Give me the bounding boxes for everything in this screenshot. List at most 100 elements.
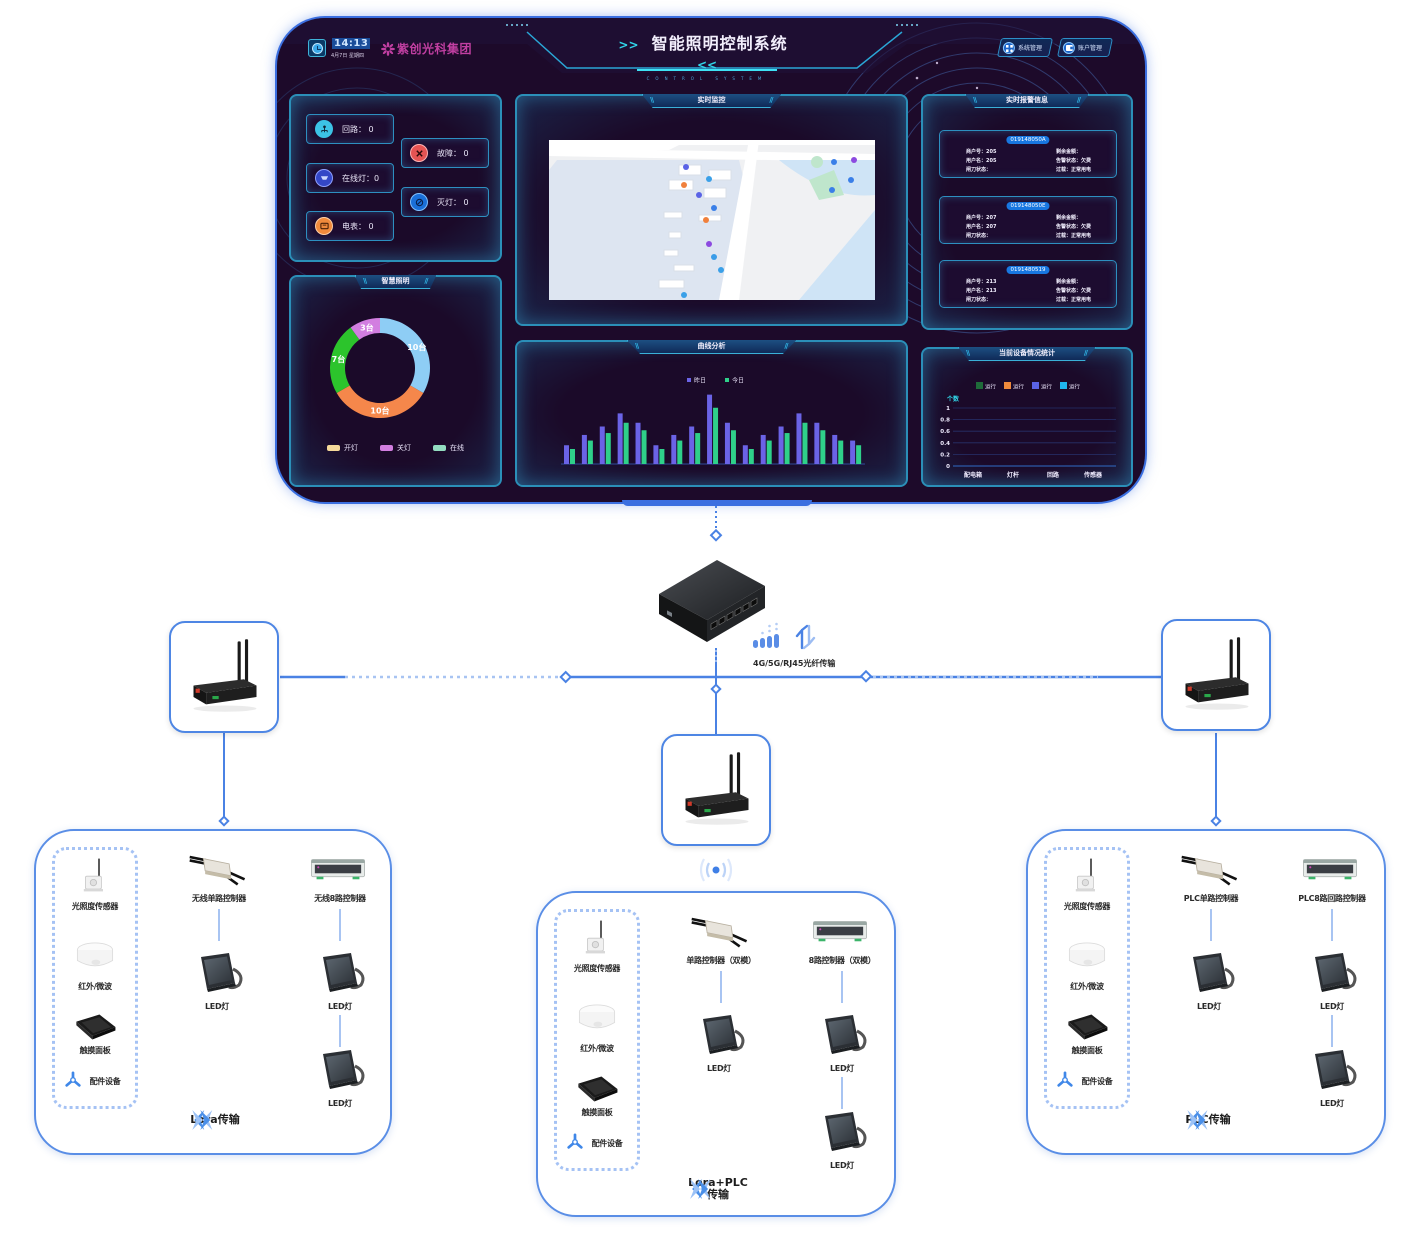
stat-circuit[interactable]: 回路： 0 bbox=[306, 114, 394, 144]
led-lamp-icon bbox=[1184, 949, 1236, 999]
connector-line bbox=[1210, 909, 1212, 941]
donut-slice[interactable] bbox=[380, 318, 430, 393]
bar-yesterday[interactable] bbox=[832, 434, 838, 464]
bar-yesterday[interactable] bbox=[617, 413, 623, 464]
infrared-sensor-icon bbox=[73, 939, 117, 975]
alarm-switch-state: 闸刀状态： bbox=[966, 297, 992, 303]
bar-today[interactable] bbox=[802, 422, 808, 464]
bar-yesterday[interactable] bbox=[724, 422, 730, 464]
system-management-button[interactable]: 系统管理 bbox=[996, 38, 1054, 57]
legend-swatch bbox=[1004, 382, 1011, 389]
bar-yesterday[interactable] bbox=[707, 394, 713, 464]
y-tick-label: 0.4 bbox=[940, 441, 950, 447]
bar-today[interactable] bbox=[784, 433, 790, 464]
bar-yesterday[interactable] bbox=[635, 422, 641, 464]
bar-today[interactable] bbox=[695, 433, 701, 464]
bar-today[interactable] bbox=[748, 449, 754, 464]
stat-lamp-off[interactable]: 灭灯： 0 bbox=[401, 187, 489, 217]
donut-legend-item[interactable]: 在线 bbox=[433, 443, 464, 453]
current-time: 14:13 bbox=[332, 38, 371, 49]
stat-online-lamp-label: 在线灯：0 bbox=[342, 173, 380, 183]
bar-today[interactable] bbox=[659, 449, 665, 464]
bar-yesterday[interactable] bbox=[581, 434, 587, 464]
network-switch-icon bbox=[659, 560, 765, 642]
bar-yesterday[interactable] bbox=[814, 422, 820, 464]
y-tick-label: 0.8 bbox=[940, 418, 950, 424]
donut-legend-item[interactable]: 关灯 bbox=[380, 443, 411, 453]
gateway-lora[interactable] bbox=[169, 621, 279, 733]
stats-panel: 回路： 0 故障： 0 在线灯：0 灭灯： 0 电表： 0 bbox=[289, 94, 502, 262]
bar-yesterday[interactable] bbox=[850, 440, 856, 464]
connector-line bbox=[720, 971, 722, 1003]
alarm-id-badge: 019148050E bbox=[1006, 202, 1050, 210]
map-view[interactable] bbox=[549, 140, 875, 300]
bar-today[interactable] bbox=[623, 422, 629, 464]
bar-yesterday[interactable] bbox=[778, 426, 784, 465]
eight-channel-controller-icon bbox=[308, 855, 368, 883]
connector-line bbox=[1331, 909, 1333, 941]
bar-yesterday[interactable] bbox=[760, 434, 766, 464]
dashboard-header: 14:13 4月7日 星期四 紫创光科集团 >> 智能照明控制系统 << bbox=[277, 18, 1145, 88]
legend-label: 运行 bbox=[985, 383, 997, 391]
bar-yesterday[interactable] bbox=[689, 426, 695, 465]
gateway-plc[interactable] bbox=[1161, 619, 1271, 731]
accessory-group bbox=[52, 847, 138, 1109]
x-tick-label: 灯杆 bbox=[1007, 471, 1019, 479]
bar-today[interactable] bbox=[587, 440, 593, 464]
led-label: LED灯 bbox=[1319, 1002, 1345, 1011]
bar-today[interactable] bbox=[713, 407, 719, 464]
gateway-lora-plc[interactable] bbox=[661, 734, 771, 846]
donut-slice[interactable] bbox=[336, 385, 424, 419]
legend-label: 运行 bbox=[1013, 383, 1025, 391]
bar-today[interactable] bbox=[856, 445, 862, 464]
bar-yesterday[interactable] bbox=[742, 445, 748, 464]
fault-icon bbox=[410, 144, 428, 162]
bar-yesterday[interactable] bbox=[653, 445, 659, 464]
bar-today[interactable] bbox=[820, 430, 826, 464]
connector-line bbox=[218, 909, 220, 941]
alarm-panel: 实时报警信息 019148050A商户号：205用户名：205闸刀状态：剩余金额… bbox=[921, 94, 1133, 330]
donut-legend-item[interactable]: 开灯 bbox=[327, 443, 358, 453]
device-stats-panel: 当前设备情况统计 运行运行运行运行个数00.20.40.60.81配电箱灯杆回路… bbox=[921, 347, 1133, 487]
bar-yesterday[interactable] bbox=[599, 426, 605, 465]
legend-swatch bbox=[725, 378, 729, 382]
alarm-state: 告警状态：欠费 bbox=[1056, 158, 1092, 164]
y-tick-label: 1 bbox=[946, 406, 950, 412]
alarm-account: 商户号：205 bbox=[966, 149, 997, 155]
alarm-balance: 剩余金额： bbox=[1056, 279, 1082, 285]
bar-today[interactable] bbox=[605, 433, 611, 464]
y-axis-label: 个数 bbox=[946, 395, 960, 403]
bar-today[interactable] bbox=[838, 440, 844, 464]
device-stats-chart: 运行运行运行运行个数00.20.40.60.81配电箱灯杆回路传感器 bbox=[940, 382, 1116, 479]
led-lamp-icon bbox=[192, 949, 244, 999]
stat-meter[interactable]: 电表： 0 bbox=[306, 211, 394, 241]
bar-today[interactable] bbox=[730, 430, 736, 464]
bar-yesterday[interactable] bbox=[671, 434, 677, 464]
single-channel-controller-icon bbox=[690, 913, 750, 949]
bar-today[interactable] bbox=[677, 440, 683, 464]
donut-slice[interactable] bbox=[330, 327, 360, 393]
account-management-button[interactable]: 账户管理 bbox=[1056, 38, 1114, 57]
router-icon bbox=[1175, 631, 1259, 715]
company-name: 紫创光科集团 bbox=[397, 42, 473, 56]
bar-yesterday[interactable] bbox=[564, 445, 569, 464]
donut-slice-label: 7台 bbox=[332, 354, 346, 364]
light-sensor-icon bbox=[1067, 857, 1107, 897]
accessory-settings-icon bbox=[1056, 1071, 1074, 1089]
bar-today[interactable] bbox=[766, 440, 772, 464]
infrared-sensor-icon bbox=[1065, 939, 1109, 975]
light-sensor-icon bbox=[75, 857, 115, 897]
bar-today[interactable] bbox=[641, 430, 647, 464]
bar-today[interactable] bbox=[570, 449, 575, 464]
connector-line bbox=[339, 909, 341, 941]
bar-yesterday[interactable] bbox=[796, 413, 802, 464]
stat-online-lamp[interactable]: 在线灯：0 bbox=[306, 163, 394, 193]
stat-fault[interactable]: 故障： 0 bbox=[401, 138, 489, 168]
junction-node bbox=[1210, 815, 1222, 827]
donut-slice[interactable] bbox=[350, 318, 380, 340]
